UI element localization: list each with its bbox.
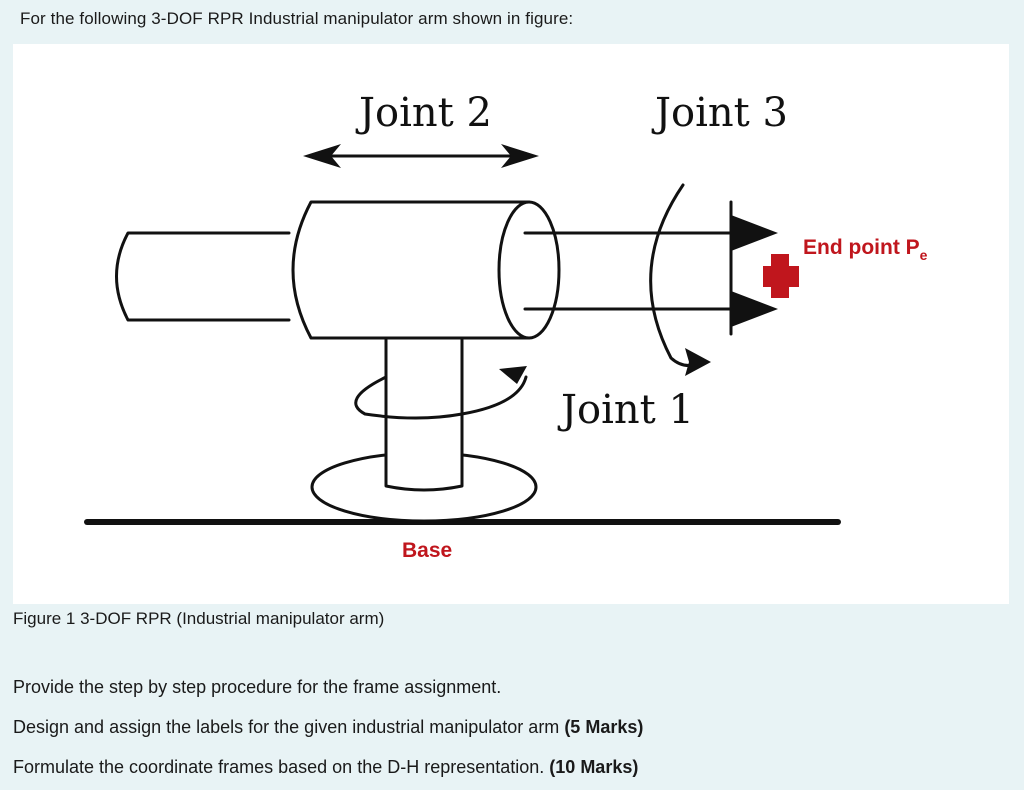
marks-badge: (10 Marks) (549, 757, 639, 777)
manipulator-diagram: Joint 2 Joint 3 Joint 1 Base End point P… (84, 90, 928, 562)
end-point-marker (763, 254, 799, 298)
joint3-arrowhead (685, 348, 711, 376)
joint3-rotation-arc (649, 183, 700, 367)
endpoint-label-main: End point P (803, 236, 920, 259)
joint2-arrowhead-left (303, 144, 341, 168)
rear-arm (115, 231, 291, 322)
marks-badge: (5 Marks) (564, 717, 644, 737)
task-item: Formulate the coordinate frames based on… (13, 757, 639, 777)
figure-caption: Figure 1 3-DOF RPR (Industrial manipulat… (13, 609, 385, 628)
joint3-label: Joint 3 (651, 90, 788, 136)
figure-panel: Joint 2 Joint 3 Joint 1 Base End point P… (13, 44, 1009, 604)
task-list: Provide the step by step procedure for t… (13, 667, 643, 787)
joint2-label: Joint 2 (355, 90, 492, 136)
intro-text: For the following 3-DOF RPR Industrial m… (20, 9, 574, 28)
end-effector-arrow-top (731, 215, 778, 251)
endpoint-label: End point Pe (803, 236, 928, 263)
joint2-arrowhead-right (501, 144, 539, 168)
endpoint-label-subscript: e (920, 247, 928, 263)
joint1-rotation-arc (354, 375, 528, 420)
main-cylinder (291, 200, 531, 340)
base-label: Base (402, 539, 452, 562)
task-item: Design and assign the labels for the giv… (13, 717, 644, 737)
vertical-column (384, 338, 464, 492)
cylinder-end-face (497, 200, 561, 340)
end-effector-arrow-bottom (731, 291, 778, 327)
joint1-arrowhead (499, 366, 527, 384)
task-item: Provide the step by step procedure for t… (13, 677, 502, 697)
joint1-label: Joint 1 (557, 387, 694, 433)
